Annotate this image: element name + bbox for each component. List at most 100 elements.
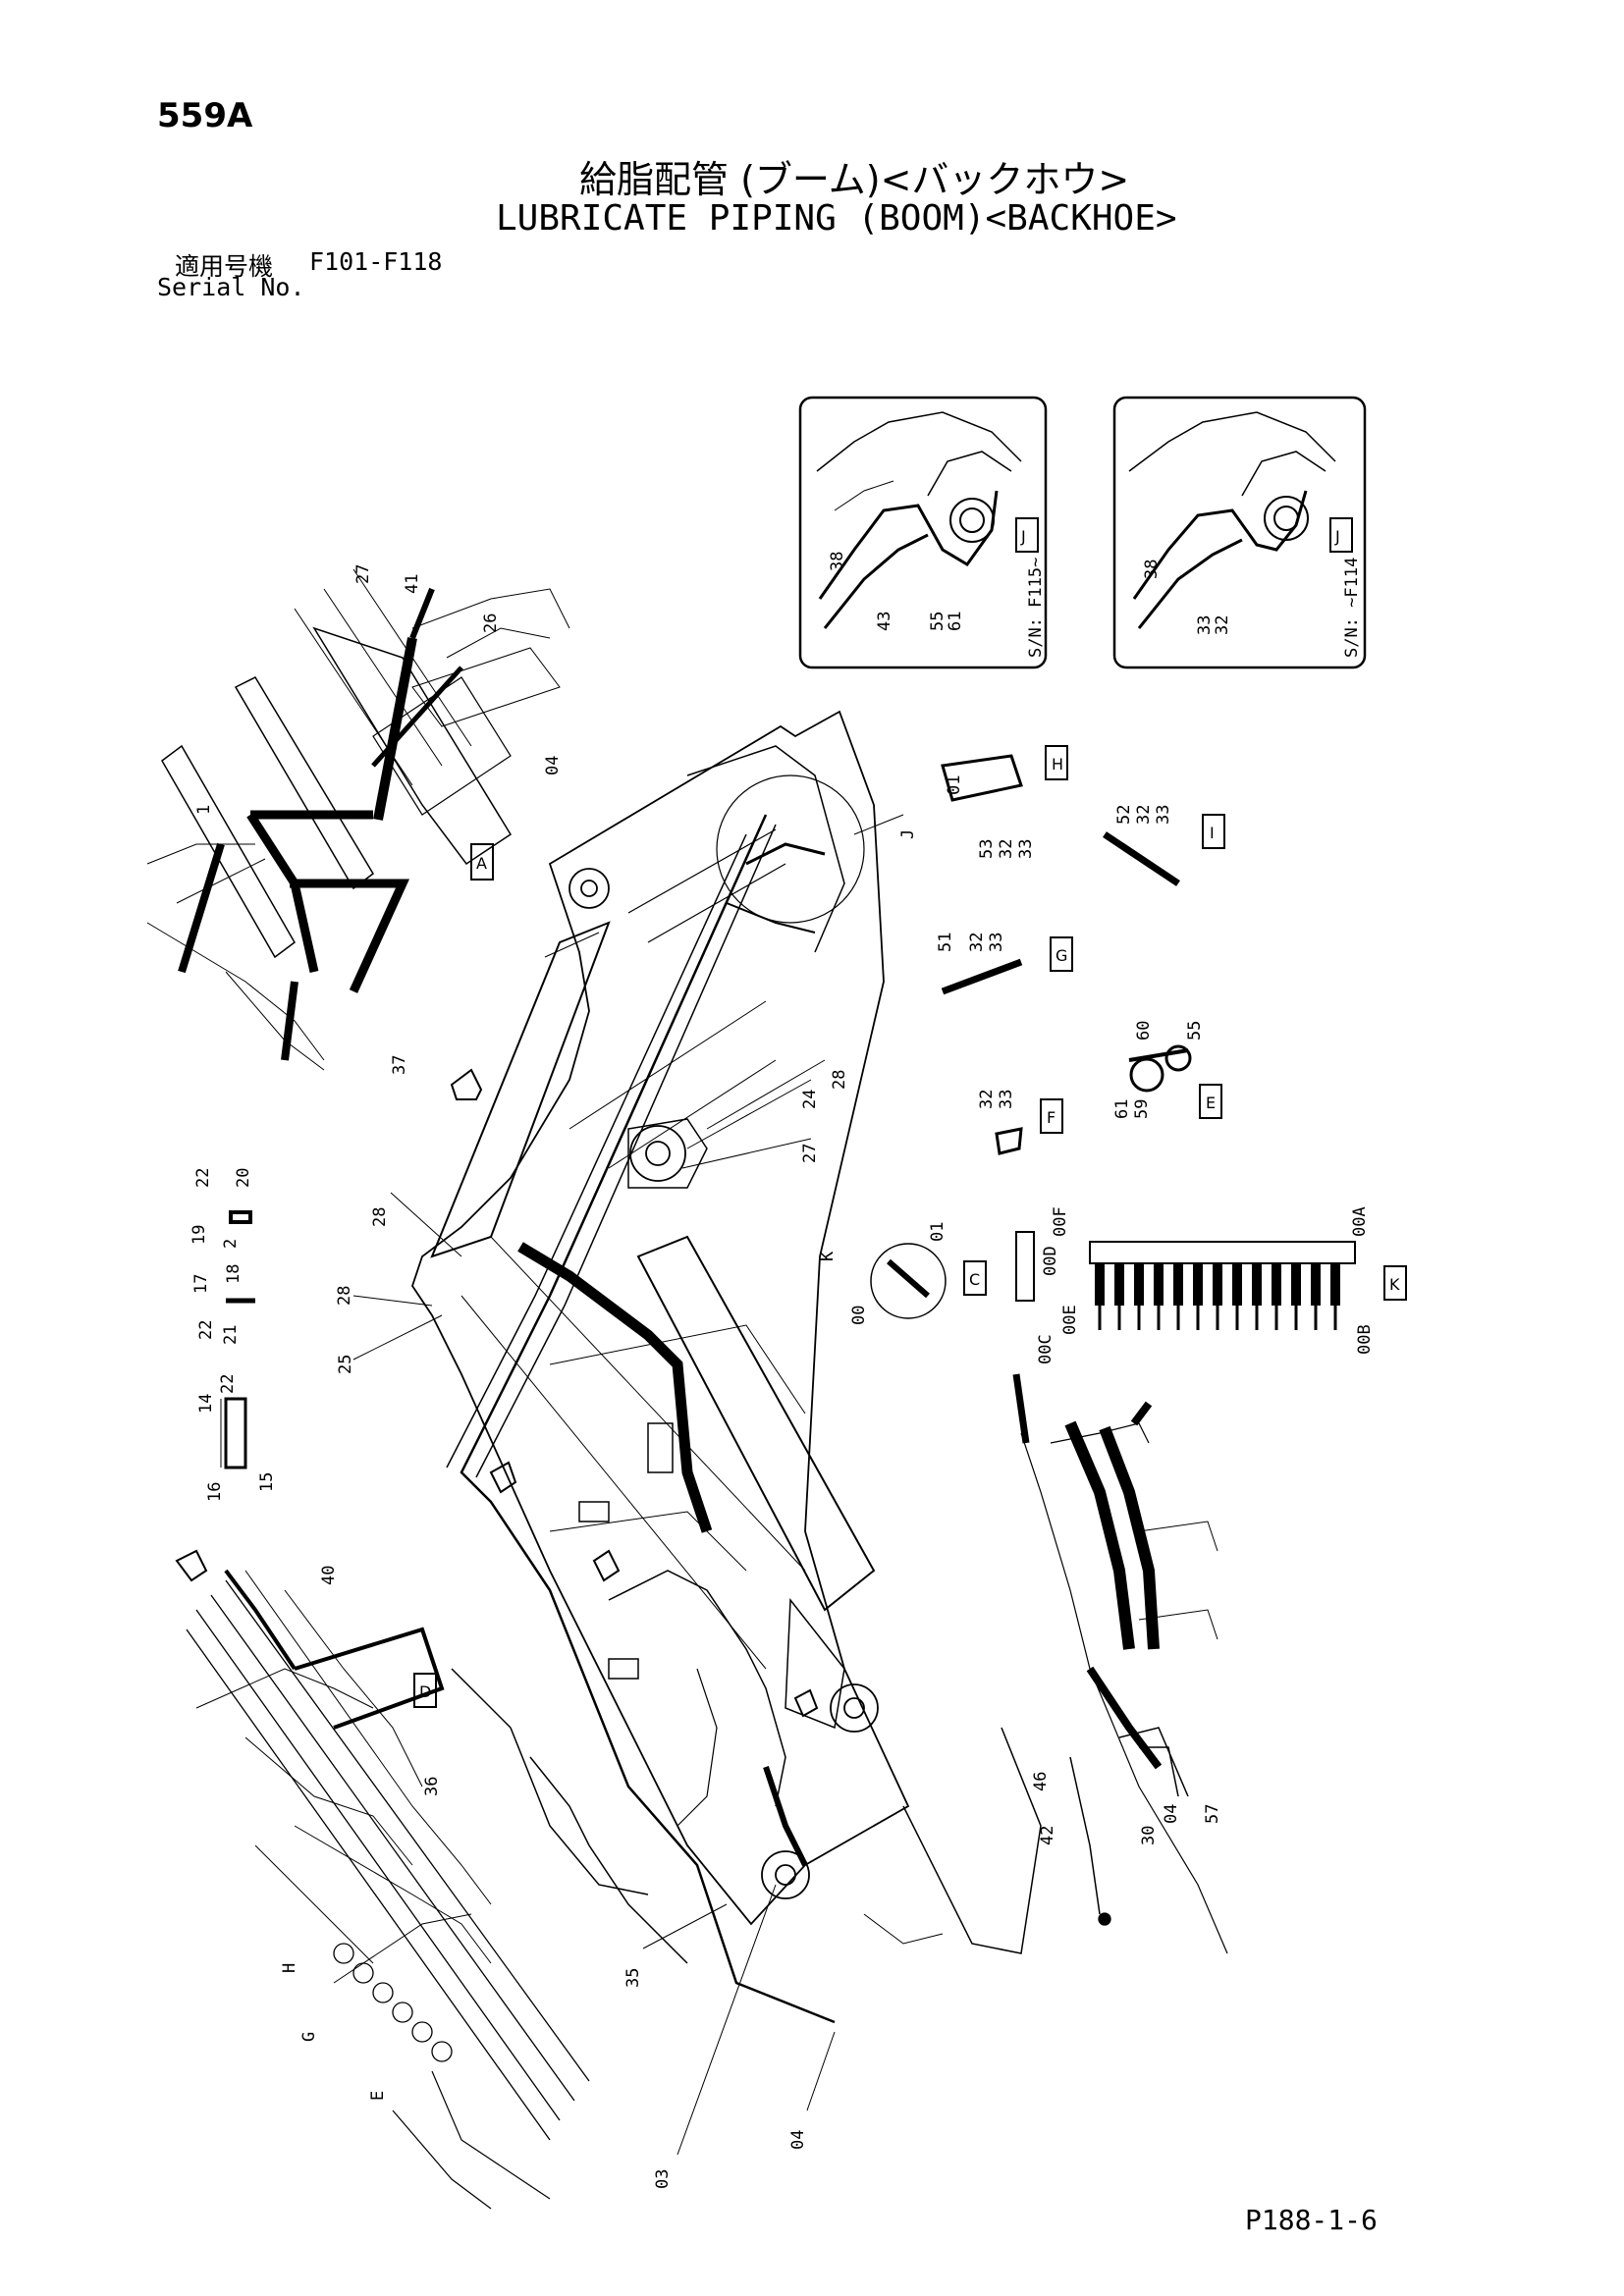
- svg-text:61: 61: [1112, 1099, 1132, 1119]
- svg-text:30: 30: [1139, 1826, 1159, 1845]
- svg-text:J: J: [1020, 527, 1026, 546]
- svg-text:40: 40: [319, 1566, 339, 1585]
- serial-label-english: Serial No.: [157, 273, 305, 301]
- inset1-serial: S/N: F115~: [1026, 558, 1046, 658]
- inset1-callout-55: 55: [928, 612, 947, 631]
- svg-text:27: 27: [800, 1144, 820, 1163]
- view-arrows: [175, 1068, 819, 1718]
- svg-text:33: 33: [997, 1090, 1016, 1109]
- inset2-callout-38: 38: [1142, 560, 1162, 579]
- svg-text:16: 16: [205, 1482, 225, 1502]
- svg-text:K: K: [818, 1251, 838, 1261]
- detail-box-letters: H I G E F C: [969, 755, 1216, 1289]
- svg-text:25: 25: [336, 1355, 355, 1374]
- detail-a-callouts: 27 41 26 04 1 37: [194, 564, 563, 1075]
- detail-view-d: [186, 1569, 590, 2210]
- svg-text:J: J: [898, 829, 918, 839]
- boom-callouts: 28 28 25 28 24 27 35 03 04 J: [335, 829, 918, 2189]
- svg-text:32: 32: [997, 839, 1016, 859]
- page-reference: P188-1-6: [1245, 2204, 1378, 2236]
- inset1-callout-38: 38: [828, 552, 847, 571]
- svg-text:H: H: [1052, 755, 1063, 774]
- svg-text:32: 32: [977, 1090, 997, 1109]
- svg-text:28: 28: [370, 1207, 390, 1227]
- svg-text:J: J: [1334, 527, 1340, 546]
- svg-text:17: 17: [191, 1274, 211, 1294]
- svg-text:1: 1: [194, 805, 214, 815]
- svg-text:33: 33: [1154, 805, 1173, 825]
- svg-text:G: G: [1056, 946, 1067, 965]
- title-english: LUBRICATE PIPING (BOOM)<BACKHOE>: [496, 198, 1177, 239]
- left-small-callouts: 22 20 19 2 17 18 22 21 14 22 16 15: [189, 1168, 277, 1502]
- svg-text:28: 28: [830, 1070, 849, 1090]
- svg-text:K: K: [1389, 1275, 1400, 1294]
- svg-text:2: 2: [221, 1239, 241, 1249]
- serial-range: F101-F118: [309, 247, 443, 276]
- svg-text:20: 20: [234, 1168, 253, 1188]
- svg-text:32: 32: [1134, 805, 1154, 825]
- svg-text:F: F: [1047, 1108, 1056, 1127]
- detail-lower-right-callouts: 46 42 30 04 57: [1031, 1772, 1222, 1845]
- svg-text:33: 33: [987, 933, 1006, 952]
- svg-text:19: 19: [189, 1225, 209, 1245]
- svg-text:00F: 00F: [1051, 1206, 1070, 1237]
- inset2-callout-32: 32: [1213, 615, 1232, 635]
- svg-text:22: 22: [193, 1168, 213, 1188]
- svg-text:24: 24: [800, 1090, 820, 1109]
- svg-text:01: 01: [945, 775, 964, 795]
- svg-text:H: H: [280, 1963, 299, 1973]
- inset-j-f114: J: [1112, 396, 1367, 669]
- svg-text:32: 32: [967, 933, 987, 952]
- inset-j-f115: J: [798, 396, 1048, 669]
- svg-text:37: 37: [390, 1055, 409, 1075]
- svg-text:60: 60: [1134, 1021, 1154, 1041]
- detail-right-callouts: 01 53 32 33 52 32 33 51 32 33 60 55 61 5…: [818, 775, 1205, 1325]
- svg-text:46: 46: [1031, 1772, 1051, 1791]
- svg-text:00E: 00E: [1060, 1305, 1080, 1335]
- inset1-callout-61: 61: [946, 612, 965, 631]
- svg-text:36: 36: [422, 1777, 442, 1796]
- manifold-k: [1015, 1231, 1407, 1330]
- svg-text:00C: 00C: [1036, 1334, 1056, 1364]
- svg-text:21: 21: [221, 1325, 241, 1345]
- inset-j-f114-labels: S/N: ~F114 38 33 32: [1142, 558, 1362, 658]
- svg-text:28: 28: [335, 1286, 354, 1306]
- svg-text:E: E: [368, 2091, 388, 2101]
- svg-text:22: 22: [196, 1320, 216, 1340]
- svg-text:03: 03: [653, 2169, 673, 2189]
- inset2-callout-33: 33: [1195, 615, 1215, 635]
- detail-d-callouts: 40 36 H G E: [280, 1566, 442, 2101]
- title-japanese: 給脂配管 (ブーム)<バックホウ>: [579, 158, 1130, 201]
- left-small-parts: [220, 1210, 255, 1469]
- svg-text:26: 26: [481, 614, 501, 633]
- svg-text:57: 57: [1203, 1804, 1222, 1824]
- svg-text:00: 00: [849, 1306, 869, 1325]
- svg-text:04: 04: [1162, 1804, 1181, 1824]
- svg-text:01: 01: [928, 1222, 947, 1242]
- svg-text:55: 55: [1185, 1021, 1205, 1041]
- svg-text:00D: 00D: [1041, 1246, 1060, 1276]
- svg-text:22: 22: [218, 1374, 238, 1394]
- svg-text:00B: 00B: [1355, 1324, 1375, 1355]
- svg-text:18: 18: [224, 1264, 244, 1284]
- manifold-callouts: 00F 00D 00C 00E 00A 00B: [1036, 1206, 1375, 1364]
- svg-text:41: 41: [403, 574, 422, 594]
- svg-text:I: I: [1210, 824, 1215, 842]
- svg-text:59: 59: [1132, 1099, 1152, 1119]
- detail-views-right: [870, 745, 1225, 1319]
- svg-text:E: E: [1206, 1094, 1216, 1112]
- inset1-callout-43: 43: [875, 612, 894, 631]
- svg-text:15: 15: [257, 1472, 277, 1492]
- boom-body: [411, 710, 1042, 2024]
- detail-lower-right: [1012, 1373, 1228, 1954]
- serial-label-japanese: 適用号機: [175, 252, 274, 281]
- svg-text:42: 42: [1038, 1826, 1057, 1845]
- svg-text:G: G: [299, 2032, 319, 2042]
- svg-text:A: A: [476, 854, 487, 873]
- svg-text:51: 51: [936, 933, 955, 952]
- svg-text:04: 04: [543, 756, 563, 775]
- boom-leader-lines: [352, 814, 904, 2156]
- svg-text:27: 27: [353, 564, 373, 584]
- inset-j-f115-labels: S/N: F115~ 38 43 55 61: [828, 552, 1046, 658]
